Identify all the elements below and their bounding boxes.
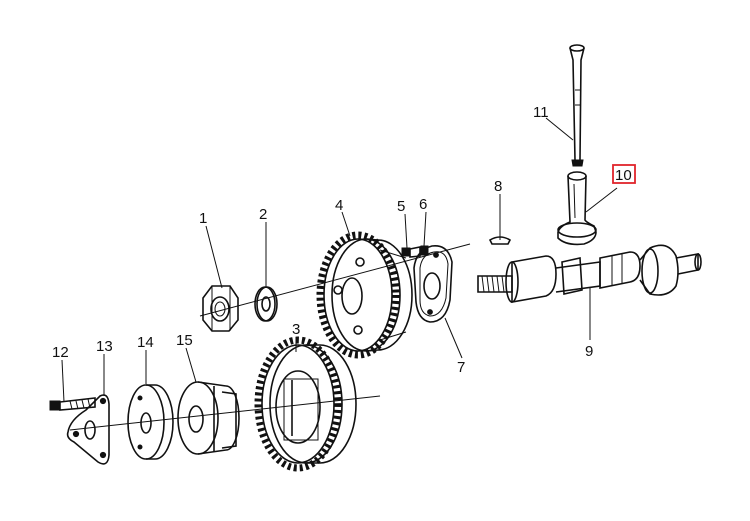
part-5-screw[interactable] [401,246,421,258]
label-6[interactable]: 6 [419,196,427,213]
part-14-disc[interactable] [127,384,174,460]
part-11-push-rod[interactable] [569,44,585,167]
part-4-small-gear[interactable] [316,231,413,359]
part-8-woodruff-key[interactable] [488,236,512,245]
part-15-hub[interactable] [177,381,240,455]
highlight-box-part-10 [612,164,636,184]
part-10-tappet[interactable] [557,171,597,246]
part-3-large-gear[interactable] [254,336,357,472]
part-7-thrust-plate[interactable] [413,245,453,323]
label-11[interactable]: 11 [533,104,549,121]
part-1-hex-nut[interactable] [202,285,239,332]
label-13[interactable]: 13 [96,338,113,355]
label-14[interactable]: 14 [137,334,154,351]
label-8[interactable]: 8 [494,178,502,195]
part-9-camshaft[interactable] [477,244,702,303]
label-12[interactable]: 12 [52,344,69,361]
label-1[interactable]: 1 [199,210,207,227]
leader-lines [61,117,618,403]
label-2[interactable]: 2 [259,206,267,223]
label-5[interactable]: 5 [397,198,405,215]
part-2-washer[interactable] [254,286,278,322]
label-3[interactable]: 3 [292,321,300,338]
label-15[interactable]: 15 [176,332,193,349]
label-10[interactable]: 10 [615,167,632,184]
part-13-flange-plate[interactable] [66,394,110,465]
label-7[interactable]: 7 [457,359,465,376]
label-4[interactable]: 4 [335,197,343,214]
part-12-bolt[interactable] [49,397,96,411]
label-9[interactable]: 9 [585,343,593,360]
part-number-labels: 1 2 3 4 5 6 7 8 9 10 11 12 13 14 15 [52,104,632,376]
